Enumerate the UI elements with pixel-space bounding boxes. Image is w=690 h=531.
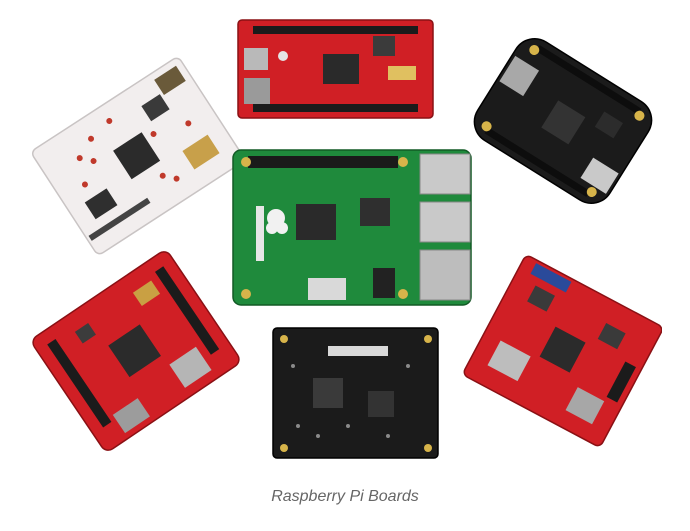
olimex-red-board-top (237, 19, 434, 119)
raspberry-pi-model-b-plus (232, 149, 472, 306)
figure-caption: Raspberry Pi Boards (271, 488, 419, 505)
olimex-a20-board (32, 251, 240, 451)
beaglebone-black (473, 38, 653, 204)
cubieboard-red (463, 255, 662, 447)
black-board-bottom (272, 327, 439, 459)
boards-photo (31, 19, 662, 459)
white-board-left (31, 57, 245, 255)
